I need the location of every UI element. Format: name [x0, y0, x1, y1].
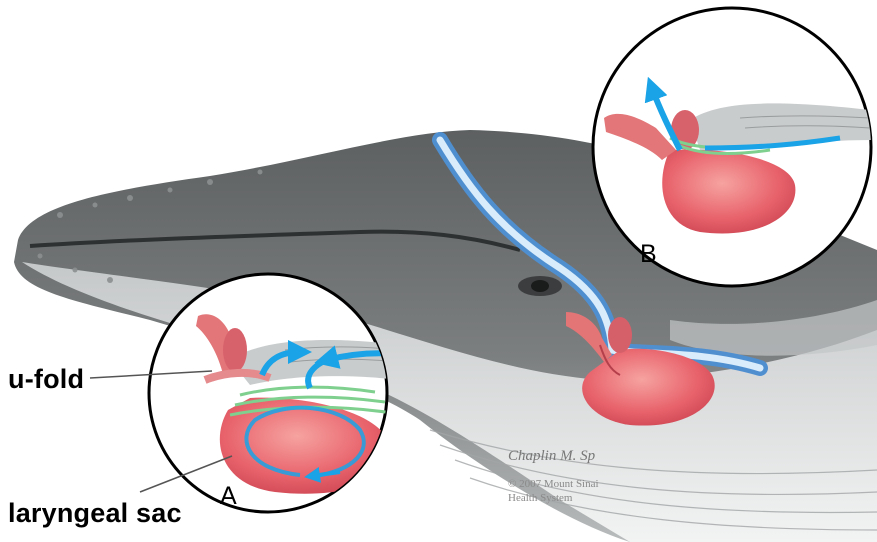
copyright-line: © 2007 Mount Sinai: [508, 478, 599, 490]
artist-signature: Chaplin M. Sp: [508, 448, 595, 465]
inset-a-label: A: [220, 482, 237, 511]
inset-b-label: B: [640, 240, 657, 269]
u-fold-label: u-fold: [8, 364, 84, 395]
laryngeal-sac-label: laryngeal sac: [8, 498, 182, 529]
copyright-org: Health System: [508, 492, 572, 504]
